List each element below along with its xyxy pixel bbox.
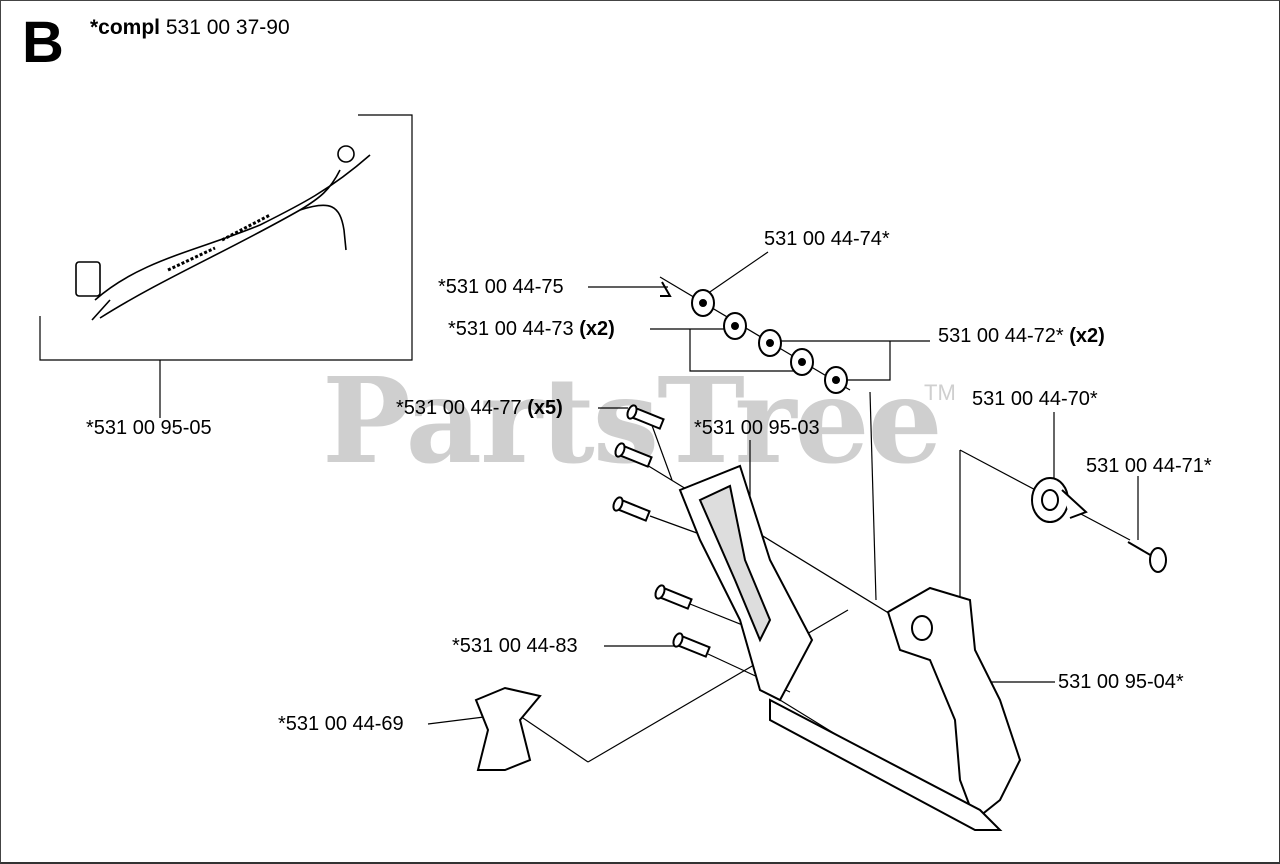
part-quantity: (x5) bbox=[527, 397, 563, 419]
part-label-531-00-95-03[interactable]: *531 00 95-03 bbox=[694, 417, 820, 439]
part-label-531-00-44-69[interactable]: *531 00 44-69 bbox=[278, 713, 404, 735]
clip bbox=[660, 281, 672, 297]
knob bbox=[1031, 477, 1088, 523]
part-label-531-00-44-77[interactable]: *531 00 44-77 (x5) bbox=[396, 398, 563, 418]
compl-header: *compl 531 00 37-90 bbox=[90, 16, 290, 40]
throttle-trigger bbox=[474, 686, 542, 771]
washers bbox=[691, 289, 848, 394]
harness-box bbox=[39, 114, 413, 361]
part-number: *531 00 44-77 bbox=[396, 397, 522, 419]
section-letter: B bbox=[22, 10, 64, 75]
part-label-531-00-95-05[interactable]: *531 00 95-05 bbox=[86, 417, 212, 439]
part-label-531-00-44-72[interactable]: 531 00 44-72* (x2) bbox=[938, 326, 1105, 346]
part-label-531-00-44-74[interactable]: 531 00 44-74* bbox=[764, 228, 890, 250]
handle-right-half bbox=[886, 586, 1022, 822]
part-label-531-00-44-73[interactable]: *531 00 44-73 (x2) bbox=[448, 319, 615, 339]
part-label-531-00-44-70[interactable]: 531 00 44-70* bbox=[972, 388, 1098, 410]
screws bbox=[612, 404, 711, 658]
part-number: *531 00 44-73 bbox=[448, 318, 574, 340]
handle-base bbox=[769, 698, 1003, 831]
pin bbox=[1127, 541, 1167, 573]
part-quantity: (x2) bbox=[579, 318, 615, 340]
part-label-531-00-95-04[interactable]: 531 00 95-04* bbox=[1058, 671, 1184, 693]
wiring-harness bbox=[75, 145, 371, 321]
part-quantity: (x2) bbox=[1069, 325, 1105, 347]
handle-left-half bbox=[678, 464, 814, 702]
part-label-531-00-44-75[interactable]: *531 00 44-75 bbox=[438, 276, 564, 298]
compl-number: 531 00 37-90 bbox=[165, 16, 290, 39]
harness-springs bbox=[167, 213, 271, 272]
part-number: 531 00 44-72* bbox=[938, 325, 1064, 347]
watermark-trademark: TM bbox=[924, 380, 956, 405]
compl-prefix: *compl bbox=[90, 16, 161, 39]
part-label-531-00-44-83[interactable]: *531 00 44-83 bbox=[452, 635, 578, 657]
part-label-531-00-44-71[interactable]: 531 00 44-71* bbox=[1086, 455, 1212, 477]
